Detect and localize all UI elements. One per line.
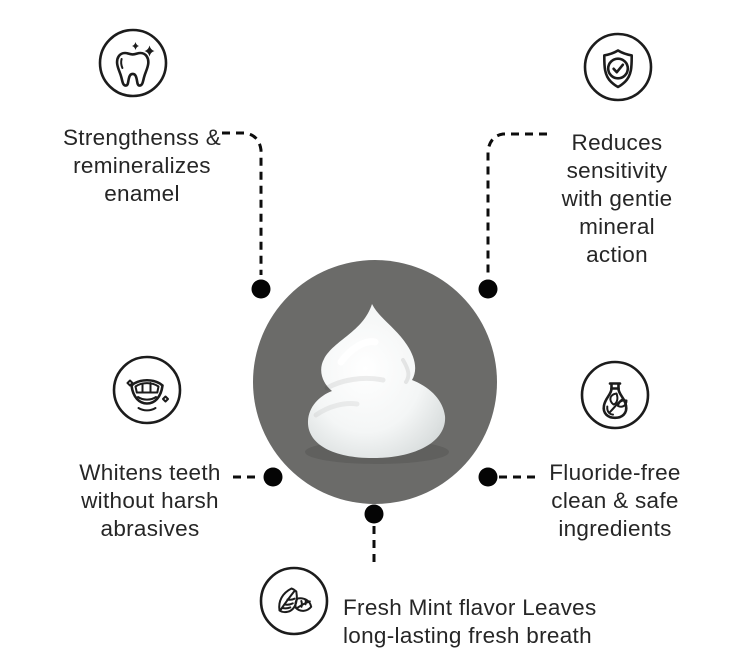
feature-label-freshmint: Fresh Mint flavor Leaves long-lasting fr… [343, 594, 597, 648]
center-product-circle [253, 260, 497, 504]
connector-dot-freshmint [364, 504, 384, 524]
mint-leaves-icon [258, 565, 330, 637]
shield-check-icon [582, 31, 654, 103]
tooth-sparkle-icon [97, 27, 169, 99]
cream-swirl-image [305, 304, 449, 464]
feature-label-whitening: Whitens teeth without harsh abrasives [79, 459, 221, 541]
flask-leaf-icon [579, 359, 651, 431]
feature-label-sensitivity: Reduces sensitivity with gentie mineral … [561, 129, 673, 267]
feature-label-enamel: Strengthenss & remineralizes enamel [62, 124, 222, 206]
smile-teeth-icon [111, 354, 183, 426]
feature-label-fluoridefree: Fluoride-free clean & safe ingredients [549, 459, 681, 541]
